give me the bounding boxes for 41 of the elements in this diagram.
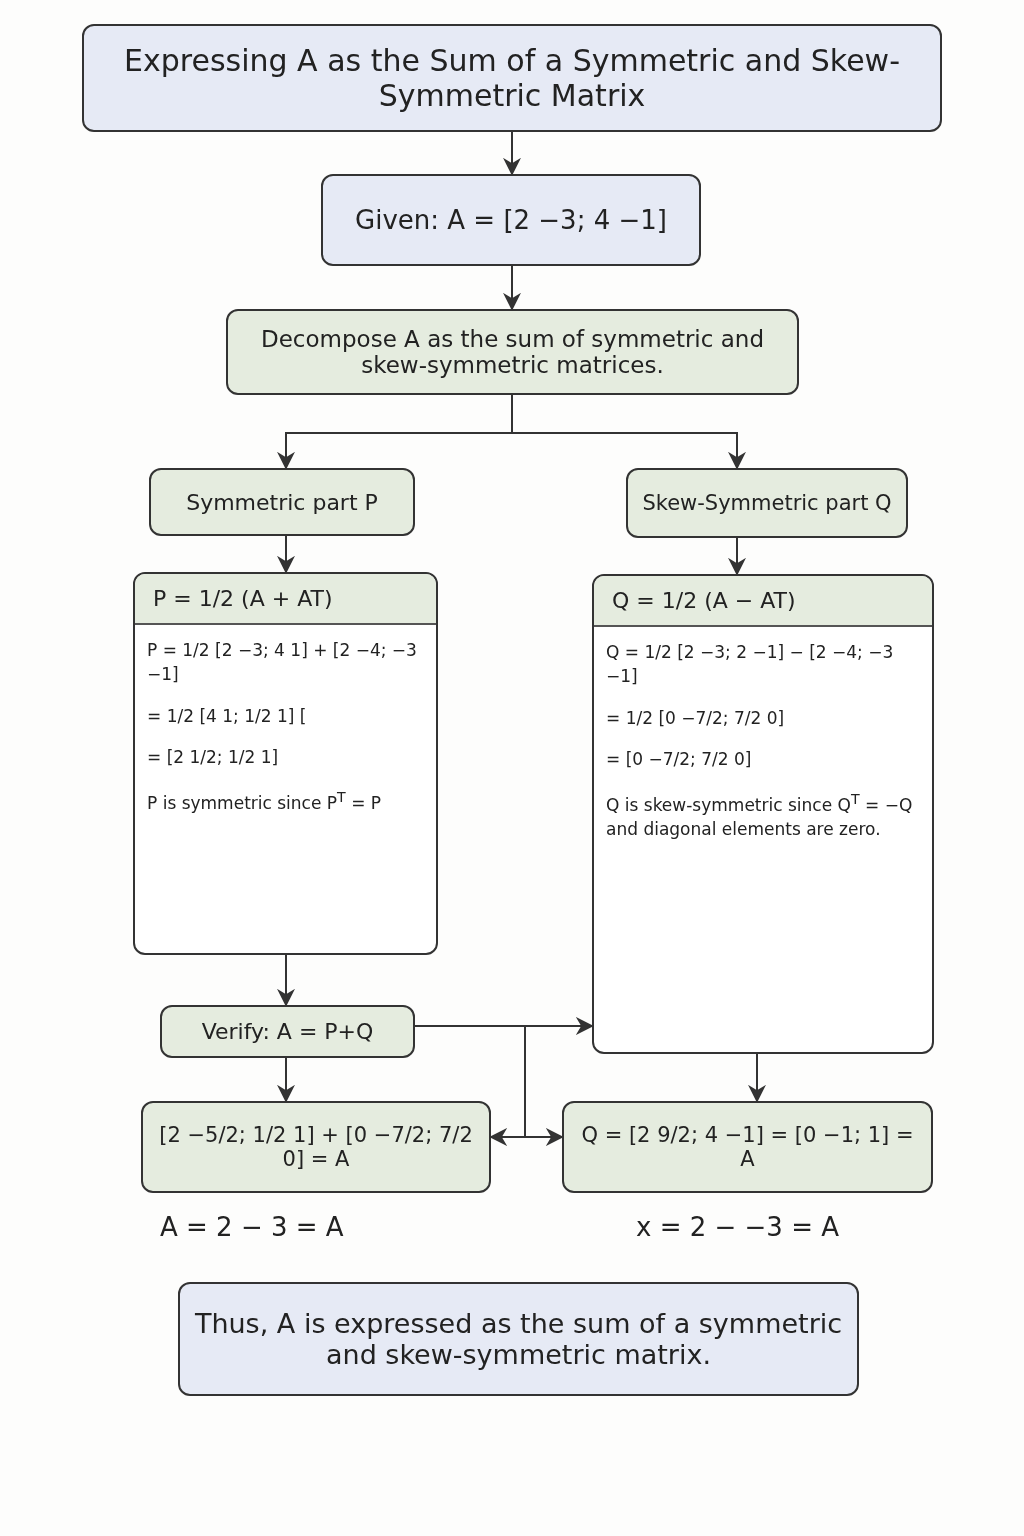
equation: = [2 1/2; 1/2 1] bbox=[146, 746, 280, 770]
arrow bbox=[277, 535, 295, 574]
process-box bbox=[149, 468, 415, 536]
process-box bbox=[160, 1005, 415, 1058]
result-box bbox=[141, 1101, 491, 1193]
conclusion-box bbox=[178, 1282, 859, 1396]
derivation-panel bbox=[133, 572, 438, 955]
formula-heading: P = 1/2 (A + AT) bbox=[135, 574, 436, 625]
derivation-panel bbox=[592, 574, 934, 1054]
label-text: [2 −5/2; 1/2 1] + [0 −7/2; 7/2 0] = A bbox=[158, 1123, 474, 1171]
arrow bbox=[414, 1025, 564, 1146]
process-box bbox=[226, 309, 799, 395]
formula-heading: Q = 1/2 (A − AT) bbox=[594, 576, 932, 627]
conclusion-text: Q is skew-symmetric since Q$^{T}$ = −Q and diagonal elements are zero. bbox=[605, 790, 914, 841]
equation: = 1/2 [4 1; 1/2 1] [ bbox=[146, 704, 308, 728]
equation: Q = 1/2 [2 −3; 2 −1] − [2 −4; −3 −1] bbox=[605, 641, 895, 688]
arrow bbox=[277, 1057, 295, 1103]
title-box bbox=[82, 24, 942, 132]
equation: A = 2 − 3 = A bbox=[160, 1212, 344, 1242]
label-text: Thus, A is expressed as the sum of a symmetric and skew-symmetric matrix. bbox=[194, 1308, 843, 1370]
label-text: Given: A = [2 −3; 4 −1] bbox=[355, 205, 667, 235]
arrow bbox=[503, 131, 521, 176]
label-text: Q = [2 9/2; 4 −1] = [0 −1; 1] = A bbox=[580, 1123, 915, 1171]
given-box bbox=[321, 174, 701, 266]
label-text: Decompose A as the sum of symmetric and skew-symmetric matrices. bbox=[260, 326, 765, 378]
label-text: Verify: A = P+Q bbox=[201, 1019, 374, 1044]
process-box bbox=[626, 468, 908, 538]
conclusion-text: P is symmetric since P$^{T}$ = P bbox=[146, 788, 383, 815]
arrow bbox=[503, 265, 521, 311]
arrow bbox=[511, 394, 746, 470]
result-box bbox=[562, 1101, 933, 1193]
label-text: Skew-Symmetric part Q bbox=[642, 491, 892, 515]
equation: = 1/2 [0 −7/2; 7/2 0] bbox=[605, 706, 786, 730]
arrow bbox=[748, 1053, 766, 1103]
equation: P = 1/2 [2 −3; 4 1] + [2 −4; −3 −1] bbox=[146, 639, 418, 686]
label-text: Symmetric part P bbox=[186, 489, 378, 515]
arrow bbox=[277, 954, 295, 1007]
label-text: Expressing A as the Sum of a Symmetric and Skew-Symmetric Matrix bbox=[123, 43, 901, 113]
arrow bbox=[728, 537, 746, 576]
equation: = [0 −7/2; 7/2 0] bbox=[605, 748, 753, 772]
equation: x = 2 − −3 = A bbox=[636, 1212, 839, 1242]
